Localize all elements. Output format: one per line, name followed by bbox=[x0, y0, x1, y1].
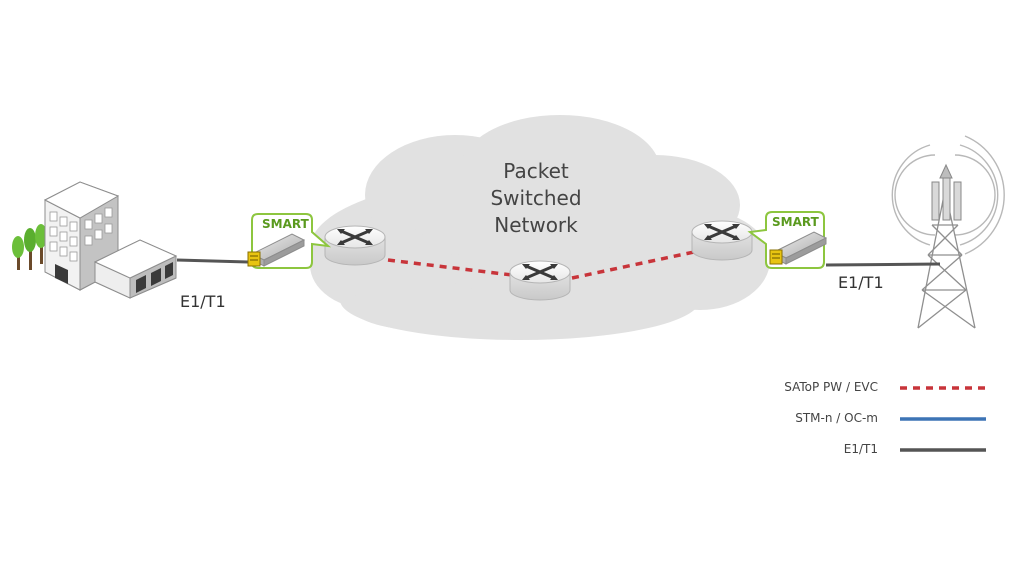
network-title-line: Switched bbox=[490, 186, 582, 210]
smart-sfp-left: SMART bbox=[247, 213, 332, 269]
link-label-right: E1/T1 bbox=[838, 273, 884, 292]
tree-icon bbox=[12, 224, 47, 270]
legend-label-pw: SAToP PW / EVC bbox=[784, 380, 878, 394]
packet-network-cloud bbox=[310, 115, 770, 340]
smart-logo-left: SMART bbox=[262, 217, 310, 231]
router-icon bbox=[508, 259, 572, 302]
office-building-icon bbox=[12, 181, 178, 299]
legend-label-e1t1: E1/T1 bbox=[843, 442, 878, 456]
router-icon bbox=[323, 224, 387, 267]
network-title: Packet Switched Network bbox=[466, 158, 606, 239]
router-icon bbox=[690, 219, 754, 262]
smart-sfp-right: SMART bbox=[747, 211, 827, 269]
cell-tower-icon bbox=[891, 135, 1005, 329]
link-label-left: E1/T1 bbox=[180, 292, 226, 311]
e1t1-link-right bbox=[825, 262, 941, 267]
pw-link-left bbox=[387, 258, 513, 277]
smart-logo-right: SMART bbox=[772, 215, 820, 229]
e1t1-link-left bbox=[176, 258, 249, 264]
legend-label-stm: STM-n / OC-m bbox=[795, 411, 878, 425]
network-title-line: Network bbox=[494, 213, 578, 237]
network-title-line: Packet bbox=[503, 159, 569, 183]
